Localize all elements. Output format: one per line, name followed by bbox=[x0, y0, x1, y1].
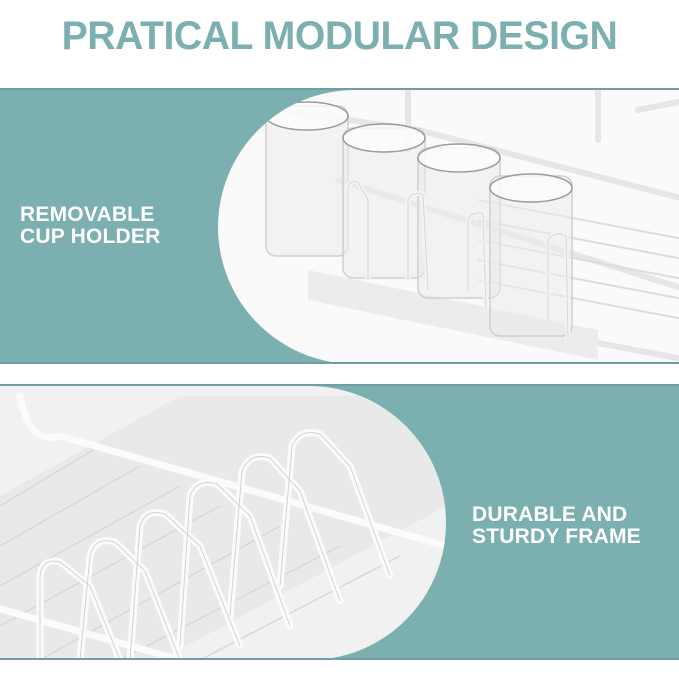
product-photo-frame bbox=[0, 386, 446, 658]
feature-label-line1: DURABLE AND bbox=[472, 503, 628, 526]
feature-panel-frame: DURABLE AND STURDY FRAME bbox=[0, 384, 679, 660]
dish-rack-frame-illustration bbox=[0, 392, 446, 658]
feature-label-line1: REMOVABLE bbox=[20, 203, 155, 226]
feature-label-line2: CUP HOLDER bbox=[20, 225, 161, 248]
feature-label-line2: STURDY FRAME bbox=[472, 525, 641, 548]
feature-label-cup-holder: REMOVABLE CUP HOLDER bbox=[20, 204, 160, 248]
product-photo-cup-holder bbox=[218, 90, 679, 362]
page-title: PRATICAL MODULAR DESIGN bbox=[61, 14, 618, 58]
feature-panel-cup-holder: REMOVABLE CUP HOLDER bbox=[0, 88, 679, 364]
dish-rack-cups-illustration bbox=[265, 90, 679, 362]
feature-label-frame: DURABLE AND STURDY FRAME bbox=[472, 504, 641, 548]
